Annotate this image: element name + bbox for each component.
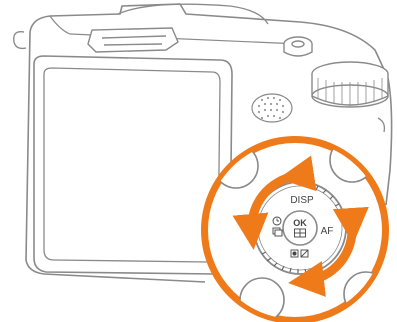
right-lug [378, 118, 384, 132]
shutter-button [284, 37, 312, 56]
speaker-grille [258, 97, 284, 119]
disp-label: DISP [290, 195, 314, 206]
af-label: AF [321, 226, 334, 237]
hot-shoe [88, 28, 178, 52]
ok-label: OK [293, 218, 307, 228]
lower-right-button [344, 272, 388, 316]
zoom-callout: OK DISP AF [201, 136, 389, 322]
strap-lug [14, 32, 26, 49]
mode-dial [312, 62, 388, 107]
ok-button: OK [283, 211, 317, 245]
